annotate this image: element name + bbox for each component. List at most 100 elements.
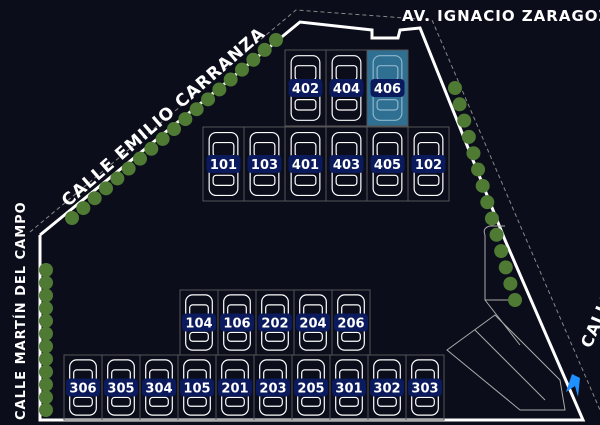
spot-number: 403 <box>333 158 360 173</box>
tree-icon <box>144 141 159 156</box>
tree-icon <box>39 403 53 417</box>
spot-label-bg <box>329 79 364 97</box>
tree-icon <box>201 92 215 107</box>
parking-spot-401[interactable]: 401 <box>284 126 327 202</box>
tree-icon <box>39 364 53 379</box>
tree-icon <box>39 339 53 354</box>
tree-icon <box>39 275 53 290</box>
spot-outline <box>407 126 450 202</box>
spot-number: 304 <box>145 382 172 397</box>
spot-number: 406 <box>374 82 401 97</box>
parking-spot-405[interactable]: 405 <box>366 126 409 202</box>
tree-icon <box>246 52 261 67</box>
spot-label-bg <box>218 378 252 397</box>
tree-icon <box>452 97 467 112</box>
parking-spot-202[interactable]: 202 <box>255 289 295 356</box>
parking-spot-104[interactable]: 104 <box>179 289 219 356</box>
parking-spot-101[interactable]: 101 <box>202 126 245 202</box>
parking-spot-103[interactable]: 103 <box>243 126 286 202</box>
tree-icon <box>99 181 113 196</box>
spot-label-bg <box>66 378 100 397</box>
tree-icon <box>39 288 53 303</box>
tree-icon <box>484 211 499 226</box>
tree-icon <box>489 227 504 242</box>
parking-spot-402[interactable]: 402 <box>284 49 327 127</box>
spot-label-bg <box>370 155 405 173</box>
spot-label-bg <box>408 378 442 397</box>
parking-spot-105[interactable]: 105 <box>177 354 217 421</box>
spot-label-bg <box>334 313 368 332</box>
tree-icon <box>87 191 102 206</box>
parking-spot-404[interactable]: 404 <box>325 49 368 127</box>
spot-number: 402 <box>292 82 319 97</box>
spot-label-bg <box>247 155 282 173</box>
spot-label-bg <box>142 378 176 397</box>
tree-icon <box>178 112 193 127</box>
spot-number: 101 <box>210 158 237 173</box>
spot-number: 102 <box>415 158 442 173</box>
trees <box>39 33 522 417</box>
spot-label-bg <box>329 155 364 173</box>
tree-icon <box>448 81 462 95</box>
parking-spot-206[interactable]: 206 <box>331 289 371 356</box>
spot-number: 206 <box>337 317 364 332</box>
parking-spot-406[interactable]: 406 <box>366 49 409 127</box>
tree-icon <box>235 62 249 77</box>
spot-number: 203 <box>259 382 286 397</box>
tree-icon <box>498 260 513 275</box>
spot-number: 105 <box>183 382 210 397</box>
parking-spot-305[interactable]: 305 <box>101 354 141 421</box>
tree-icon <box>461 129 476 144</box>
parking-spot-203[interactable]: 203 <box>253 354 293 421</box>
parking-spot-403[interactable]: 403 <box>325 126 368 202</box>
parking-spot-303[interactable]: 303 <box>405 354 445 421</box>
parking-spot-306[interactable]: 306 <box>63 354 103 421</box>
tree-icon <box>189 102 204 117</box>
tree-icon <box>39 377 53 392</box>
tree-icon <box>466 146 481 161</box>
parking-spot-301[interactable]: 301 <box>329 354 369 421</box>
tree-icon <box>167 122 181 136</box>
tree-icon <box>39 326 53 341</box>
tree-icon <box>110 171 125 186</box>
spot-number: 301 <box>335 382 362 397</box>
spot-label-bg <box>258 313 292 332</box>
tree-icon <box>471 162 486 177</box>
spot-label-bg <box>104 378 138 397</box>
spot-label-bg <box>180 378 214 397</box>
parking-spot-204[interactable]: 204 <box>293 289 333 356</box>
spot-number: 303 <box>411 382 438 397</box>
street-label-west: CALLE MARTÍN DEL CAMPO <box>14 201 29 420</box>
spot-label-bg <box>220 313 254 332</box>
spot-outline <box>405 354 445 421</box>
spot-number: 205 <box>297 382 324 397</box>
tree-icon <box>212 82 227 97</box>
parking-spot-205[interactable]: 205 <box>291 354 331 421</box>
spot-number: 106 <box>223 317 250 332</box>
parking-spot-302[interactable]: 302 <box>367 354 407 421</box>
tree-icon <box>269 33 283 47</box>
parking-spot-201[interactable]: 201 <box>215 354 255 421</box>
spot-label-bg <box>206 155 241 173</box>
spot-label-bg <box>294 378 328 397</box>
street-label-north: AV. IGNACIO ZARAGOZA <box>402 7 600 25</box>
tree-icon <box>39 263 53 277</box>
parking-spot-106[interactable]: 106 <box>217 289 257 356</box>
tree-icon <box>39 390 53 405</box>
spot-number: 405 <box>374 158 401 173</box>
spot-number: 201 <box>221 382 248 397</box>
parking-spot-102[interactable]: 102 <box>407 126 450 202</box>
tree-icon <box>133 151 147 166</box>
parking-spot-304[interactable]: 304 <box>139 354 179 421</box>
spot-number: 404 <box>333 82 360 97</box>
tree-icon <box>475 178 490 193</box>
spot-label-bg <box>296 313 330 332</box>
spot-label-bg <box>256 378 290 397</box>
tree-icon <box>494 244 509 259</box>
tree-icon <box>76 201 91 216</box>
tree-icon <box>457 113 472 128</box>
spot-label-bg <box>288 79 323 97</box>
spot-number: 104 <box>185 317 212 332</box>
